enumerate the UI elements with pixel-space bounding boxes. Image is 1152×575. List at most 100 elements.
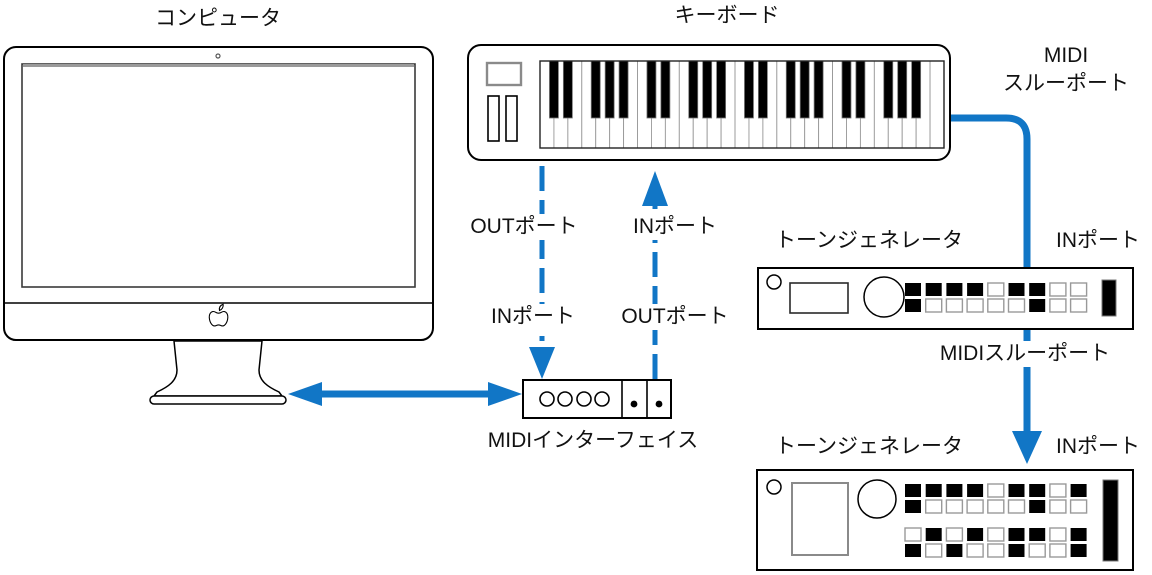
black-key <box>799 60 810 119</box>
arrow-computer-interface-bidirectional <box>288 382 522 406</box>
midi-interface-label: MIDIインターフェイス <box>463 428 723 454</box>
keyboard-out-port-label: OUTポート <box>444 214 604 240</box>
apple-logo-icon <box>208 303 229 327</box>
device-button <box>925 528 942 541</box>
device-button <box>1049 527 1067 542</box>
device-button <box>1069 282 1088 297</box>
indicator-dot <box>630 400 638 408</box>
black-key <box>757 60 768 119</box>
keyboard-display <box>485 61 523 87</box>
device-button <box>1008 484 1025 497</box>
device-button <box>987 527 1005 542</box>
device-button <box>905 299 921 312</box>
arrow-keyboard-out-to-interface-in <box>529 166 555 379</box>
device-button <box>925 484 942 497</box>
device-button <box>945 527 964 542</box>
device-button <box>946 283 963 296</box>
keyboard-in-port-label: INポート <box>595 214 755 240</box>
device-button <box>1069 298 1088 313</box>
tone-generator-2-label: トーンジェネレータ <box>745 434 993 460</box>
black-key <box>660 60 671 119</box>
black-key <box>841 60 852 119</box>
device-button <box>1029 484 1046 497</box>
device-button <box>1028 543 1046 558</box>
device-button <box>946 484 963 497</box>
device-button <box>1029 299 1046 312</box>
device-button <box>945 298 964 313</box>
power-led <box>766 274 782 290</box>
device-button <box>966 298 984 313</box>
device-button <box>905 283 921 296</box>
keyboard-illustration <box>467 44 951 161</box>
black-key <box>883 60 894 119</box>
black-key <box>897 60 908 119</box>
black-key <box>590 60 601 119</box>
device-button <box>925 298 943 313</box>
midi-interface-ports <box>539 391 610 407</box>
black-key <box>911 60 922 119</box>
knob <box>863 276 905 318</box>
arrow-keyboard-thru-to-tone-generators <box>948 114 1042 464</box>
device-button <box>1029 500 1046 513</box>
device-button <box>967 484 984 497</box>
tone-generator-1-illustration <box>757 267 1134 330</box>
device-button <box>925 499 943 514</box>
device-button <box>1008 283 1025 296</box>
black-key <box>702 60 713 119</box>
device-button <box>967 283 984 296</box>
device-button <box>945 499 964 514</box>
device-button <box>1008 544 1025 557</box>
white-key <box>929 60 945 149</box>
device-button <box>1069 499 1088 514</box>
tone-generator-2-in-port-label: INポート <box>1036 434 1152 460</box>
device-button <box>1049 543 1067 558</box>
device-button <box>1049 483 1067 498</box>
device-button <box>987 499 1005 514</box>
device-button <box>1007 499 1026 514</box>
black-key <box>716 60 727 119</box>
piano-keys-border <box>539 60 945 149</box>
device-button <box>1049 298 1067 313</box>
tone-generator-1-in-port-label: INポート <box>1032 228 1152 254</box>
tone-generator-2-illustration <box>756 469 1134 571</box>
display <box>789 282 849 314</box>
device-button <box>987 282 1005 297</box>
volume-slider <box>1101 279 1117 317</box>
device-button <box>1007 298 1026 313</box>
black-key <box>688 60 699 119</box>
device-button <box>925 543 943 558</box>
interface-out-port-label: OUTポート <box>595 304 755 330</box>
device-button <box>905 500 921 513</box>
device-button <box>1070 528 1087 541</box>
arrow-interface-out-to-keyboard-in <box>642 171 668 379</box>
button-grid <box>904 483 1088 558</box>
midi-thru-port-label: MIDI スルーポート <box>990 42 1142 98</box>
power-led <box>766 479 782 495</box>
device-button <box>1070 484 1087 497</box>
black-key <box>646 60 657 119</box>
device-button <box>1029 528 1046 541</box>
indicator-dot <box>655 400 663 408</box>
black-key <box>744 60 754 119</box>
device-button <box>966 499 984 514</box>
device-button <box>1008 528 1025 541</box>
imac-screen <box>21 63 416 288</box>
device-button <box>1070 544 1087 557</box>
device-button <box>987 543 1005 558</box>
device-button <box>925 283 942 296</box>
black-key <box>813 60 824 119</box>
device-button <box>967 528 984 541</box>
black-key <box>618 60 629 119</box>
computer-label: コンピュータ <box>88 6 348 32</box>
camera-icon <box>215 53 221 59</box>
device-button <box>1049 282 1067 297</box>
black-key <box>785 60 796 119</box>
device-button <box>966 543 984 558</box>
computer-illustration <box>3 46 434 405</box>
volume-slider <box>1102 479 1119 562</box>
interface-in-port-label: INポート <box>453 304 613 330</box>
piano-keys-icon <box>539 60 945 149</box>
black-key <box>562 60 573 119</box>
